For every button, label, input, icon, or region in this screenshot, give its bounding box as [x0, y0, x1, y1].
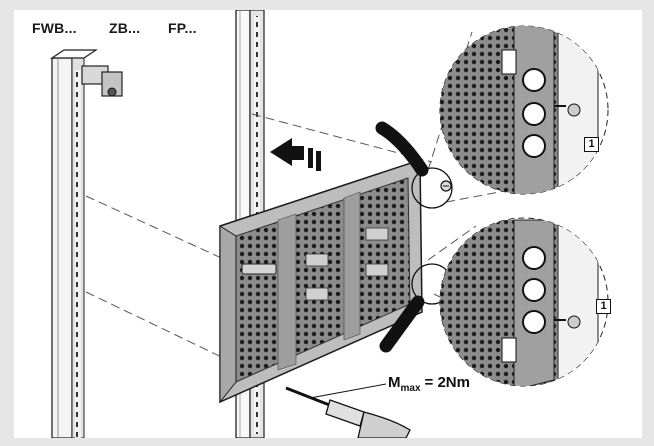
callout-screw-bottom: 1: [596, 299, 611, 314]
mounting-clamp: [81, 65, 123, 97]
left-frame-upright: [50, 49, 98, 438]
top-detail-view: [439, 25, 609, 195]
callout-screw-top: 1: [584, 137, 599, 152]
screwdriver-icon: [285, 383, 411, 438]
illustration-panel: FWB... ZB... FP... Mmax= 2Nm 1 1: [14, 10, 642, 438]
product-code-fp: FP...: [168, 20, 197, 36]
torque-symbol: M: [388, 374, 401, 391]
torque-spec: Mmax= 2Nm: [388, 374, 470, 394]
bottom-detail-view: [439, 217, 609, 387]
product-code-zb: ZB...: [109, 20, 141, 36]
product-code-fwb: FWB...: [32, 20, 77, 36]
mounting-plate: [219, 158, 423, 404]
torque-subscript: max: [400, 383, 421, 394]
direction-arrow-icon: [270, 138, 321, 171]
assembly-illustration: [50, 10, 609, 438]
lifting-handles: [375, 121, 429, 353]
torque-value: = 2Nm: [424, 374, 470, 391]
